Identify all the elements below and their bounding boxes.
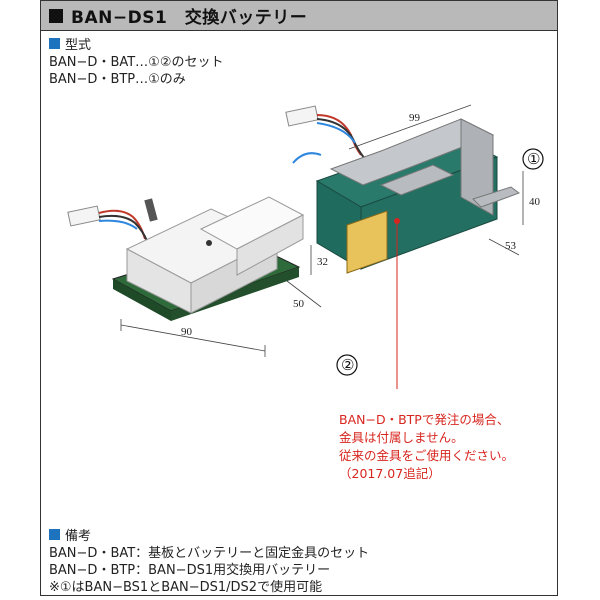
square-bullet-icon [49, 38, 60, 49]
model-heading: 型式 [49, 34, 91, 53]
remarks-line-2: BAN−D・BTP：BAN−DS1用交換用バッテリー [49, 563, 331, 578]
item-2-label: ② [341, 356, 354, 374]
product-illustration: 90 50 32 ② [67, 104, 544, 389]
dim-1-length: 99 [409, 112, 421, 124]
red-note-line-2: 金具は付属しません。 [339, 430, 464, 445]
remarks-heading-label: 備考 [65, 529, 92, 544]
square-bullet-icon [49, 529, 60, 540]
circuit-board-unit: 90 50 32 ② [67, 196, 358, 376]
product-frame: BAN−DS1 交換バッテリー 型式 BAN−D・BAT…①②のセット BAN−… [40, 0, 558, 596]
battery-pack: 99 40 53 ① [285, 104, 544, 389]
remarks-line-1: BAN−D・BAT：基板とバッテリーと固定金具のセット [49, 546, 370, 561]
model-line-2: BAN−D・BTP…①のみ [49, 72, 186, 87]
dim-2-height: 32 [317, 256, 328, 268]
item-1-label: ① [527, 150, 540, 168]
page-title: BAN−DS1 交換バッテリー [71, 8, 308, 28]
dim-2-length: 90 [181, 326, 193, 338]
dim-1-depth: 53 [505, 240, 517, 252]
red-note-line-3: 従来の金具をご使用ください。 [339, 448, 515, 463]
red-note-line-4: （2017.07追記） [339, 466, 441, 481]
model-line-1: BAN−D・BAT…①②のセット [49, 55, 224, 70]
red-note-line-1: BAN−D・BTPで発注の場合、 [339, 412, 510, 427]
title-square-icon [49, 8, 63, 23]
remarks-heading: 備考 [49, 525, 91, 544]
dim-1-height: 40 [529, 196, 541, 208]
title-bar: BAN−DS1 交換バッテリー [41, 1, 557, 31]
dim-2-depth: 50 [293, 298, 305, 310]
model-heading-label: 型式 [65, 38, 92, 53]
remarks-line-3: ※①はBAN−BS1とBAN−DS1/DS2で使用可能 [49, 580, 323, 595]
